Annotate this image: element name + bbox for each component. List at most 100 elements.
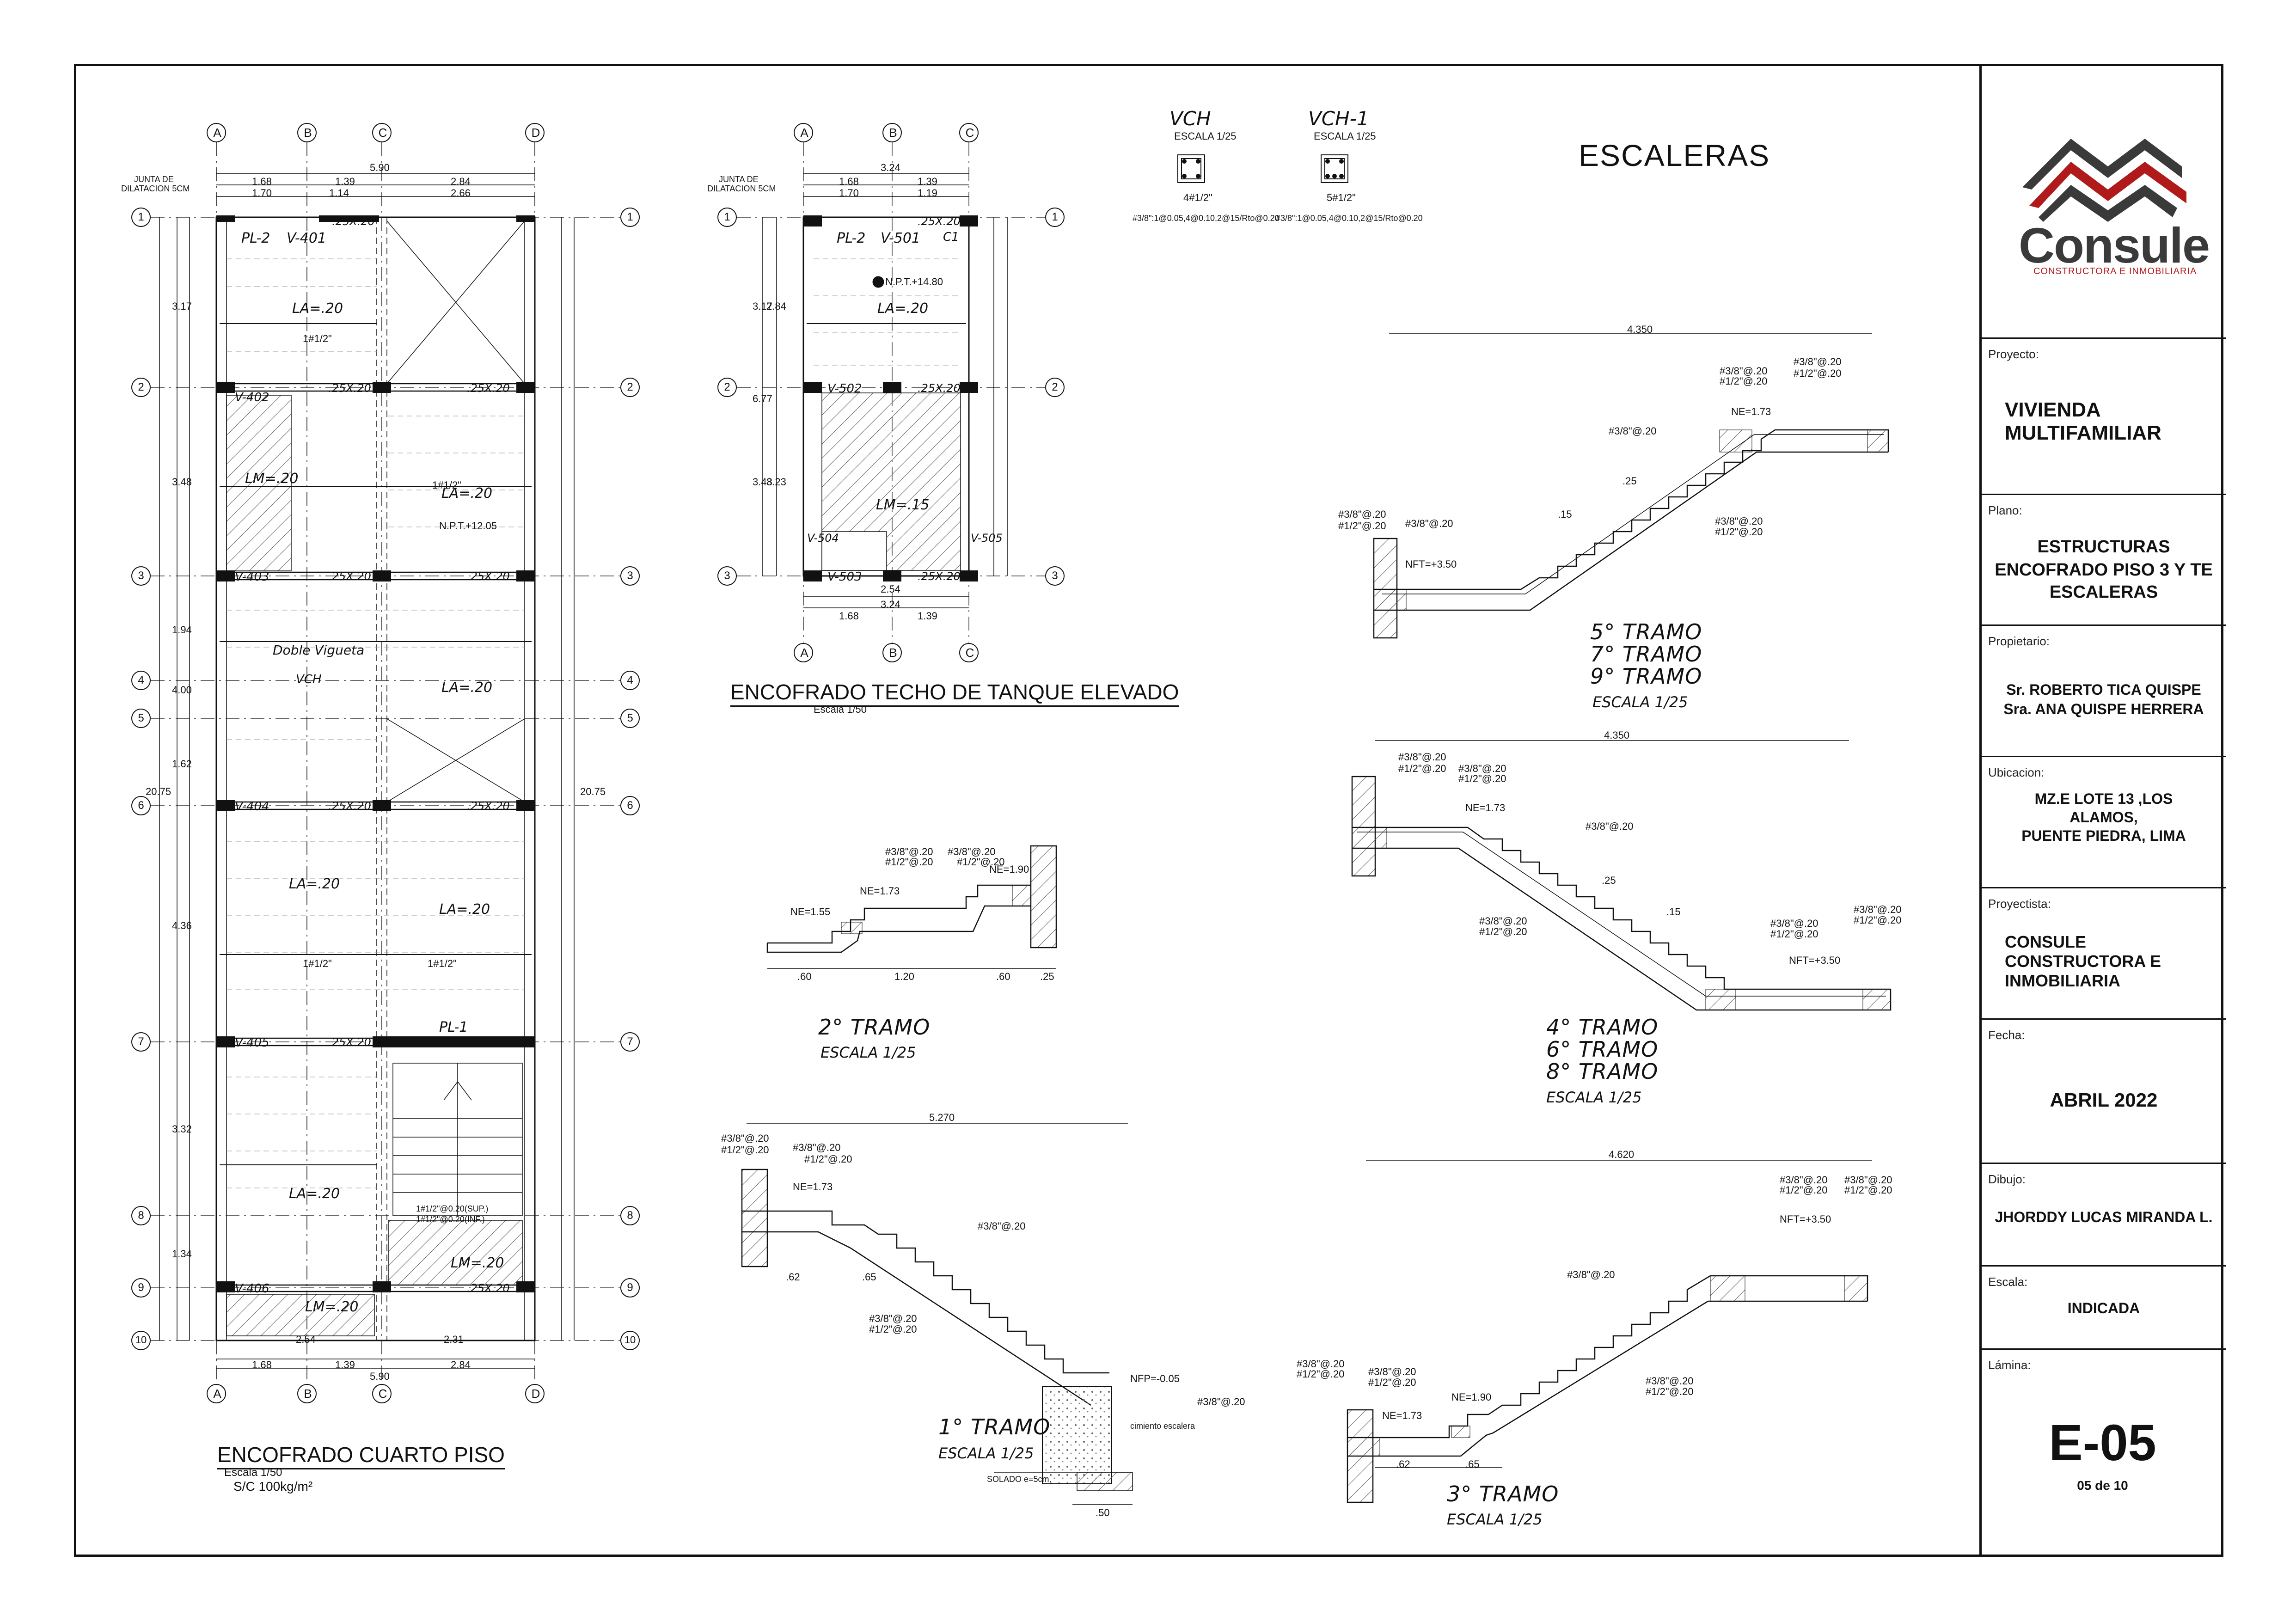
rebar: #1/2"@.20 bbox=[1458, 773, 1506, 784]
rebar: #3/8"@.20 bbox=[1780, 1174, 1828, 1186]
note: N.P.T.+12.05 bbox=[439, 520, 497, 532]
rebar: #3/8"@.20 bbox=[1567, 1269, 1615, 1280]
dim: .25 bbox=[1040, 971, 1054, 982]
rebar: #1/2"@.20 bbox=[1720, 375, 1768, 387]
tb-value: JHORDDY LUCAS MIRANDA L. bbox=[1995, 1209, 2213, 1225]
tb-propietario: Propietario: Sr. ROBERTO TICA QUISPE Sra… bbox=[1982, 624, 2226, 756]
tb-ubicacion: Ubicacion: MZ.E LOTE 13 ,LOS ALAMOS, PUE… bbox=[1982, 756, 2226, 887]
slab-label: LA=.20 bbox=[289, 1186, 340, 1202]
rebar: #1/2"@.20 bbox=[1646, 1386, 1694, 1397]
axis-label: A bbox=[800, 126, 808, 140]
stair-scale: ESCALA 1/25 bbox=[1447, 1511, 1543, 1528]
rebar: #1/2"@.20 bbox=[1715, 526, 1763, 538]
note: Doble Vigueta bbox=[273, 643, 365, 658]
beam-size: .25X.20 bbox=[328, 1036, 371, 1049]
stair-name: 5° TRAMO bbox=[1590, 619, 1702, 644]
rebar: #1/2"@.20 bbox=[957, 856, 1005, 868]
axis-num: 2 bbox=[627, 381, 633, 393]
beam-label: V-405 bbox=[235, 1036, 269, 1050]
tb-value: CONSTRUCTORA E bbox=[2005, 952, 2161, 971]
dim: 1.39 bbox=[918, 176, 937, 187]
axis-num: 7 bbox=[627, 1035, 633, 1048]
stair-t5 bbox=[1373, 333, 1889, 639]
logo-wordmark: Consule bbox=[2019, 217, 2210, 273]
rebar: #3/8"@.20 bbox=[1715, 515, 1763, 527]
rebar: #1/2"@.20 bbox=[885, 856, 933, 868]
tb-proyectista: Proyectista: CONSULE CONSTRUCTORA E INMO… bbox=[1982, 887, 2226, 1018]
axis-num: 1 bbox=[1052, 211, 1058, 223]
rebar: #3/8"@.20 bbox=[978, 1220, 1026, 1232]
beam-label: V-505 bbox=[971, 532, 1003, 545]
stair-level: NFT=+3.50 bbox=[1789, 955, 1841, 966]
tb-value: MZ.E LOTE 13 ,LOS bbox=[2034, 790, 2173, 807]
rebar: 1#1/2"@0.20(SUP.) bbox=[416, 1204, 489, 1213]
dim: 1.68 bbox=[252, 1359, 272, 1371]
slab-label: LM=.20 bbox=[305, 1299, 359, 1315]
dim: 6.77 bbox=[753, 393, 772, 404]
tb-value: PUENTE PIEDRA, LIMA bbox=[2021, 827, 2186, 844]
axis-label: D bbox=[531, 126, 540, 140]
rebar: #3/8"@.20 bbox=[1609, 425, 1657, 437]
axis-num: 10 bbox=[624, 1334, 636, 1346]
vch1-scale: ESCALA 1/25 bbox=[1314, 130, 1376, 142]
stair-scale: ESCALA 1/25 bbox=[820, 1044, 916, 1061]
beam-size: .25X.20 bbox=[332, 215, 375, 228]
rebar: #3/8"@.20 bbox=[1844, 1174, 1892, 1186]
rebar: 1#1/2"@0.20(INF.) bbox=[416, 1215, 485, 1224]
rebar: #3/8"@.20 bbox=[1338, 508, 1386, 520]
rebar: #3/8"@.20 bbox=[1398, 751, 1446, 763]
dim: 2.84 bbox=[451, 176, 471, 187]
rebar: #3/8"@.20 bbox=[1770, 918, 1818, 929]
beam-label: V-504 bbox=[807, 532, 839, 545]
slab-label: LA=.20 bbox=[441, 485, 493, 502]
dim: .65 bbox=[862, 1271, 876, 1283]
stair-t3 bbox=[1347, 1160, 1872, 1503]
slab-label: LA=.20 bbox=[877, 300, 929, 317]
stair-name: 3° TRAMO bbox=[1447, 1481, 1559, 1506]
stair-name: 6° TRAMO bbox=[1546, 1037, 1659, 1062]
beam-size: .25X.20 bbox=[328, 382, 371, 395]
rebar: #1/2"@.20 bbox=[869, 1323, 917, 1335]
tb-value: ESTRUCTURAS bbox=[2037, 537, 2170, 557]
dim: 2.84 bbox=[451, 1359, 471, 1371]
axis-num: 5 bbox=[627, 712, 633, 724]
stair-name: 8° TRAMO bbox=[1546, 1059, 1659, 1084]
dim: 1.14 bbox=[329, 187, 349, 199]
beam-label: V-403 bbox=[235, 570, 269, 584]
dim: 1.39 bbox=[335, 1359, 355, 1371]
column-label: PL-2 bbox=[837, 230, 866, 246]
axis-num: 1 bbox=[627, 211, 633, 223]
tb-label: Lámina: bbox=[1988, 1358, 2031, 1372]
stair-level: NE=1.90 bbox=[1451, 1391, 1492, 1403]
beam-size: .25X.20 bbox=[467, 382, 510, 395]
slab-label: LM=.20 bbox=[451, 1255, 504, 1271]
beam-label: V-401 bbox=[287, 230, 327, 246]
rebar: #1/2"@.20 bbox=[1854, 914, 1902, 926]
dim: .62 bbox=[1396, 1458, 1410, 1470]
plan1-title: ENCOFRADO CUARTO PISO bbox=[217, 1442, 505, 1469]
dim: 2.66 bbox=[451, 187, 471, 199]
rebar: #3/8"@.20 bbox=[869, 1313, 917, 1324]
stair-step: .25 bbox=[1602, 875, 1616, 886]
plan2-scale: Escala 1/50 bbox=[814, 704, 867, 715]
drawing-frame bbox=[74, 64, 2223, 1557]
axis-label: B bbox=[889, 126, 897, 140]
stair-riser: .15 bbox=[1666, 906, 1681, 918]
stair-scale: ESCALA 1/25 bbox=[1592, 693, 1688, 711]
rebar: #3/8"@.20 bbox=[1368, 1366, 1416, 1377]
dim: 3.17 bbox=[753, 300, 772, 312]
beam-size: .25X.20 bbox=[918, 215, 961, 228]
tb-value: ESCALERAS bbox=[2049, 582, 2158, 602]
column-label: C1 bbox=[943, 230, 959, 244]
stair-name: 9° TRAMO bbox=[1590, 664, 1702, 689]
axis-num: 2 bbox=[1052, 381, 1058, 393]
plan1-axis-letters bbox=[207, 123, 545, 1403]
tb-value: ABRIL 2022 bbox=[2050, 1089, 2158, 1111]
beam-size: .25X.20 bbox=[328, 800, 371, 813]
tb-value: Sr. ROBERTO TICA QUISPE bbox=[2006, 681, 2201, 698]
dim-total: 20.75 bbox=[146, 786, 171, 797]
dim: 1.34 bbox=[172, 1248, 192, 1260]
beam-size: .25X.20 bbox=[328, 570, 371, 583]
stair-length: 4.350 bbox=[1627, 324, 1653, 335]
